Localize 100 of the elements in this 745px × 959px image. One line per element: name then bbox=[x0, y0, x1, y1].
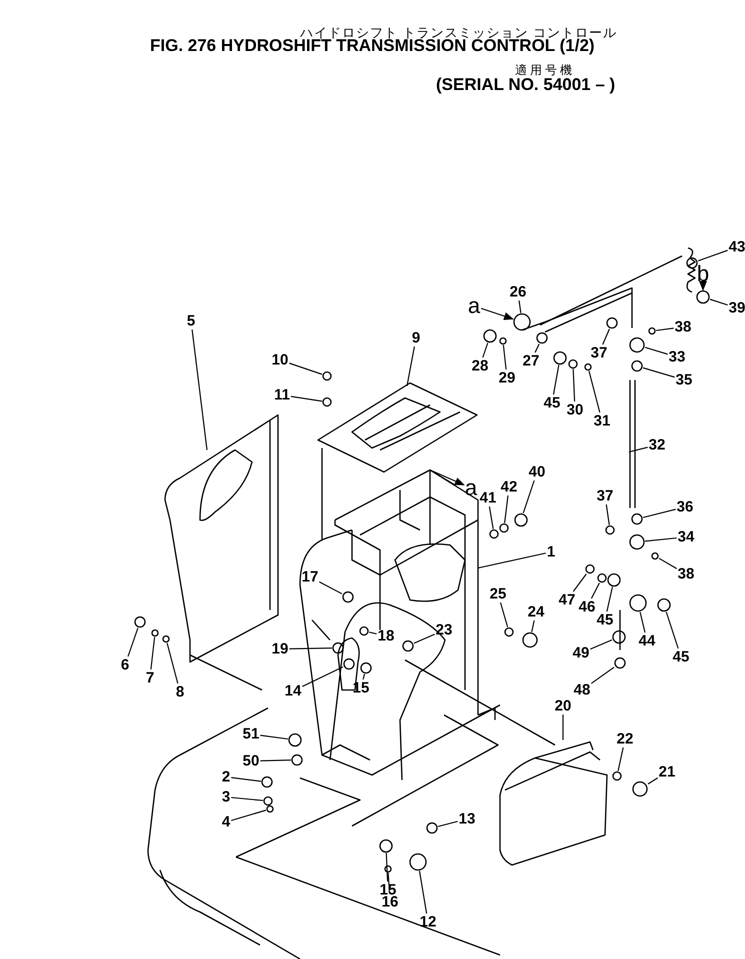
leader-line bbox=[648, 777, 658, 784]
leader-line bbox=[590, 639, 612, 650]
leader-line bbox=[438, 820, 458, 828]
part-drawing bbox=[134, 616, 146, 628]
leader-line bbox=[488, 506, 494, 530]
part-drawing bbox=[553, 351, 567, 365]
leader-line bbox=[231, 796, 264, 802]
leader-line bbox=[531, 620, 535, 632]
callout-number: 33 bbox=[668, 350, 686, 364]
part-drawing bbox=[332, 642, 344, 654]
part-drawing bbox=[291, 754, 303, 766]
reference-letter: a bbox=[468, 296, 480, 316]
subtitle: 適用号機 bbox=[515, 62, 575, 78]
callout-number: 38 bbox=[678, 566, 694, 582]
leader-line bbox=[572, 368, 576, 402]
callout-number: 34 bbox=[678, 530, 694, 544]
leader-line bbox=[606, 504, 610, 526]
reference-letter: b bbox=[696, 264, 710, 284]
callout-number: 43 bbox=[728, 240, 745, 254]
arrow bbox=[480, 308, 514, 320]
part-drawing bbox=[263, 796, 273, 806]
part-drawing bbox=[343, 658, 355, 670]
leader-line bbox=[644, 346, 668, 355]
part-drawing bbox=[648, 327, 656, 335]
leader-line bbox=[150, 636, 156, 670]
callout-number: 4 bbox=[222, 814, 230, 830]
part-drawing bbox=[489, 529, 499, 539]
part-drawing bbox=[162, 635, 170, 643]
callout-number: 17 bbox=[302, 570, 318, 584]
part-drawing bbox=[605, 525, 615, 535]
callout-number: 2 bbox=[222, 770, 230, 784]
callout-number: 14 bbox=[284, 684, 302, 698]
callout-number: 21 bbox=[658, 764, 676, 780]
part-drawing bbox=[629, 534, 645, 550]
callout-number: 12 bbox=[420, 914, 436, 930]
callout-number: 1 bbox=[546, 544, 556, 560]
part-drawing bbox=[522, 632, 538, 648]
callout-number: 23 bbox=[436, 622, 452, 638]
leader-line bbox=[656, 328, 674, 332]
callout-number: 45 bbox=[544, 396, 560, 410]
leader-line bbox=[504, 495, 509, 524]
part-drawing bbox=[409, 853, 427, 871]
part-drawing bbox=[612, 630, 626, 644]
part-drawing bbox=[359, 626, 369, 636]
callout-number: 15 bbox=[352, 680, 370, 696]
callout-number: 51 bbox=[242, 726, 260, 742]
part-drawing bbox=[607, 573, 621, 587]
leader-line bbox=[289, 362, 322, 375]
callout-number: 30 bbox=[566, 402, 584, 418]
callout-number: 3 bbox=[222, 790, 230, 804]
callout-number: 10 bbox=[272, 352, 288, 368]
leader-line bbox=[482, 342, 488, 358]
leader-line bbox=[386, 852, 388, 882]
callout-number: 45 bbox=[596, 612, 614, 628]
leader-line bbox=[618, 747, 624, 772]
callout-number: 28 bbox=[472, 358, 488, 374]
leader-line bbox=[562, 714, 564, 740]
callout-number: 18 bbox=[378, 628, 394, 644]
callout-number: 15 bbox=[380, 882, 396, 898]
part-drawing bbox=[612, 771, 622, 781]
part-drawing bbox=[261, 776, 273, 788]
callout-number: 49 bbox=[572, 646, 590, 660]
callout-number: 31 bbox=[594, 414, 610, 428]
leader-line bbox=[260, 734, 288, 740]
part-drawing bbox=[568, 359, 578, 369]
callout-number: 25 bbox=[490, 586, 506, 602]
leader-line bbox=[590, 582, 600, 599]
leader-line bbox=[166, 642, 178, 684]
callout-number: 48 bbox=[574, 682, 590, 698]
part-drawing bbox=[402, 640, 414, 652]
part-drawing bbox=[514, 513, 528, 527]
part-drawing bbox=[686, 257, 698, 269]
part-drawing bbox=[631, 513, 643, 525]
part-drawing bbox=[426, 822, 438, 834]
callout-number: 37 bbox=[596, 488, 614, 504]
callout-number: 6 bbox=[120, 658, 130, 672]
leader-line bbox=[710, 298, 728, 306]
callout-number: 7 bbox=[146, 670, 154, 686]
leader-line bbox=[642, 508, 676, 518]
part-drawing bbox=[342, 591, 354, 603]
part-drawing bbox=[483, 329, 497, 343]
callout-number: 35 bbox=[676, 372, 692, 388]
part-drawing bbox=[499, 337, 507, 345]
leader-line bbox=[518, 300, 522, 314]
callout-number: 13 bbox=[458, 812, 476, 826]
leader-line bbox=[502, 344, 507, 370]
callout-number: 22 bbox=[616, 732, 634, 746]
callout-number: 41 bbox=[480, 490, 496, 506]
part-drawing bbox=[631, 360, 643, 372]
callout-number: 29 bbox=[498, 370, 516, 386]
part-drawing bbox=[384, 865, 392, 873]
callout-number: 24 bbox=[528, 604, 544, 620]
part-drawing bbox=[288, 733, 302, 747]
callout-number: 27 bbox=[522, 354, 540, 368]
part-drawing bbox=[606, 317, 618, 329]
part-drawing bbox=[151, 629, 159, 637]
part-drawing bbox=[696, 290, 710, 304]
callout-number: 39 bbox=[728, 300, 745, 316]
subtitle: (SERIAL NO. 54001 – ) bbox=[436, 75, 616, 95]
leader-line bbox=[406, 346, 415, 386]
